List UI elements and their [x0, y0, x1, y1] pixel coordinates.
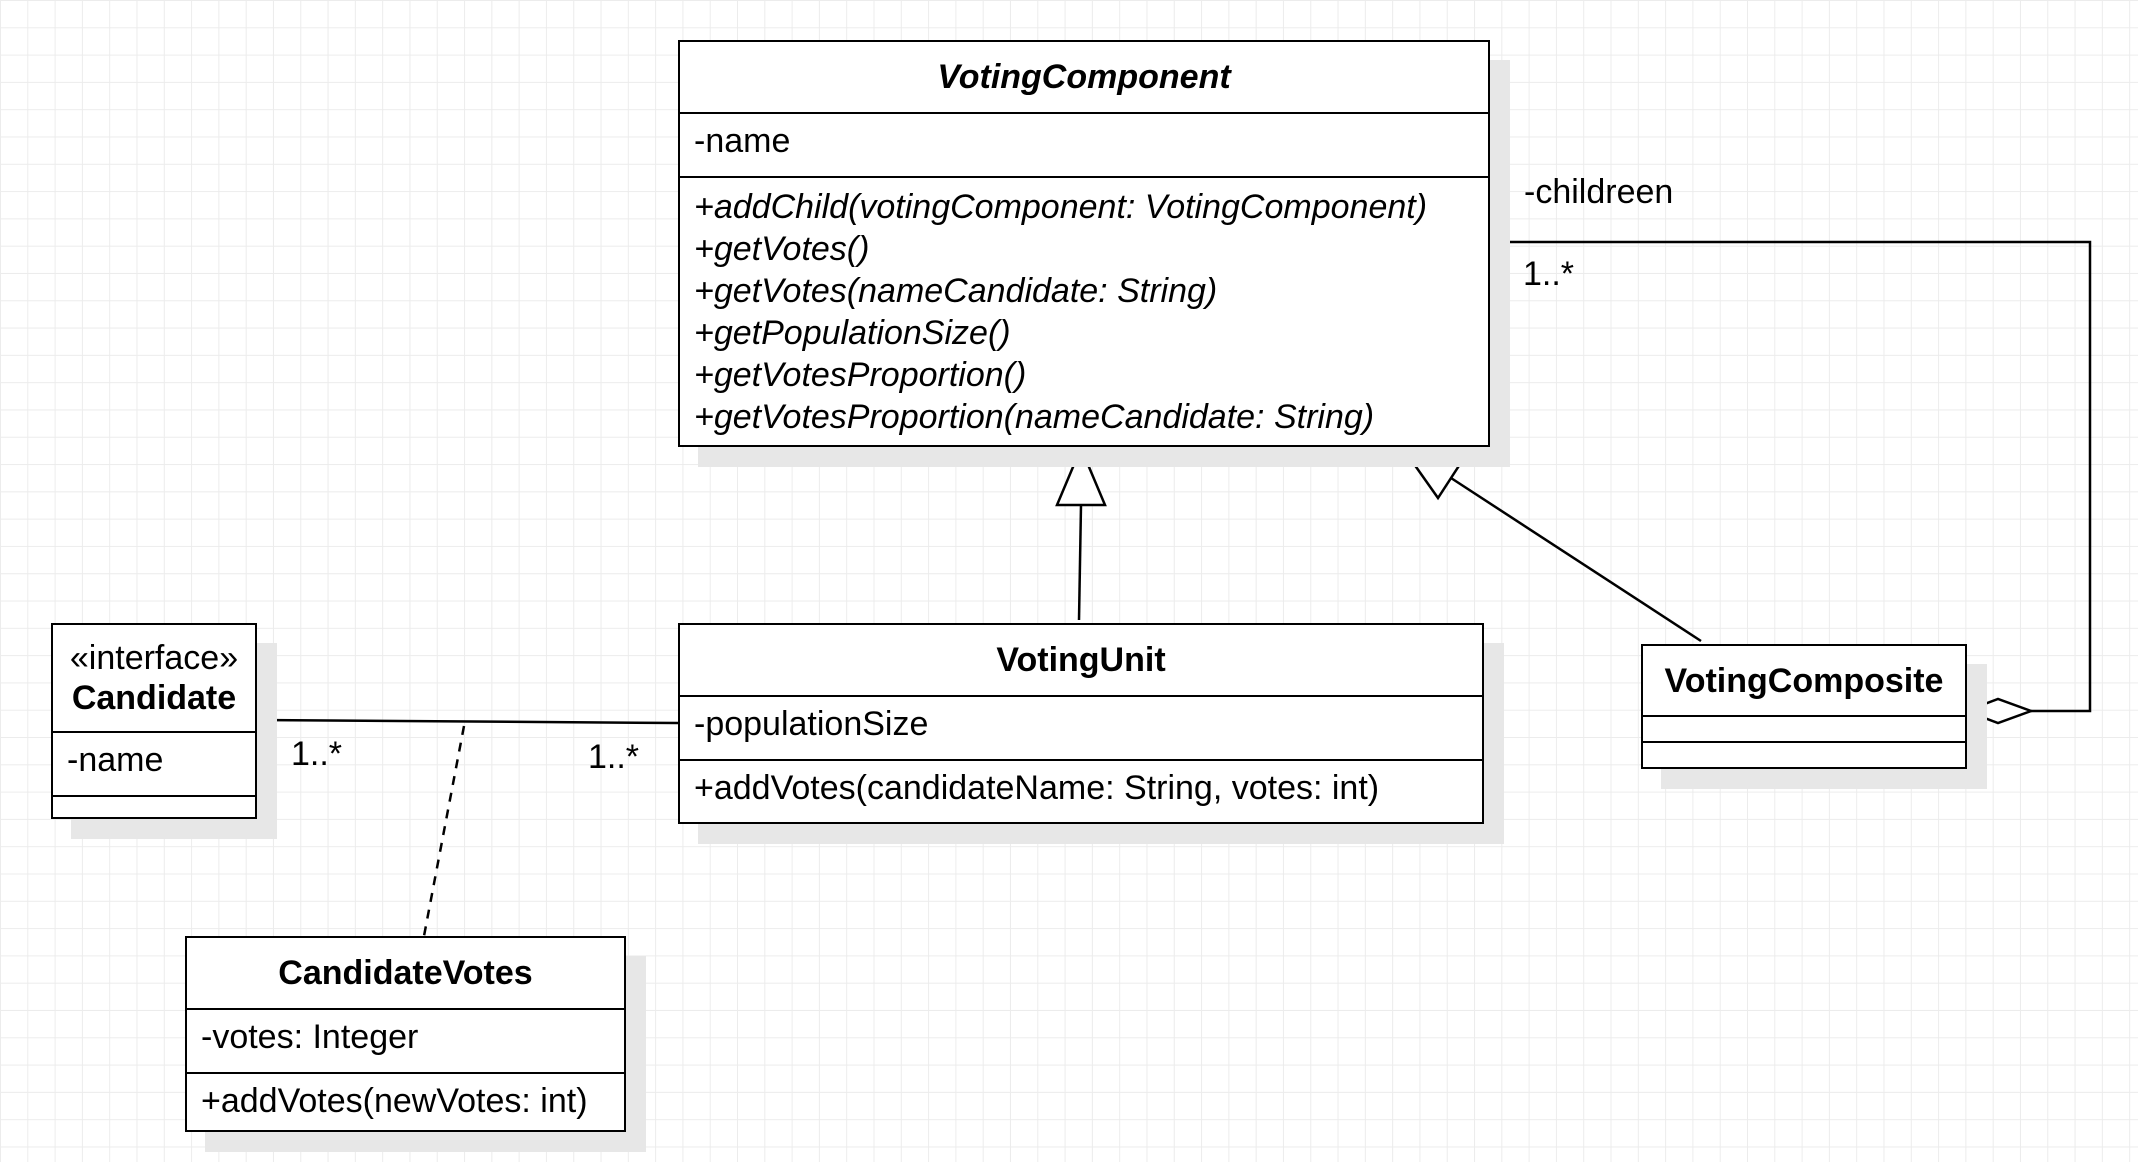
- generalization-arrowhead-votingunit: [1055, 444, 1107, 507]
- class-name: CandidateVotes: [278, 954, 533, 992]
- multiplicity-label-votingunit-end: 1..*: [588, 738, 640, 776]
- class-header: CandidateVotes: [187, 938, 624, 1008]
- class-name: VotingComponent: [937, 58, 1231, 96]
- class-name: Candidate: [71, 679, 237, 717]
- association-line-candidate-votingunit[interactable]: [256, 718, 679, 725]
- generalization-arrowhead-votingcomposite: [1399, 445, 1467, 501]
- attributes-compartment: [1643, 715, 1965, 741]
- class-header: VotingComposite: [1643, 646, 1965, 715]
- multiplicity-label-children: 1..*: [1523, 255, 1575, 293]
- operation: +getVotes(nameCandidate: String): [694, 272, 1218, 310]
- attribute: -populationSize: [694, 705, 929, 743]
- class-header: VotingUnit: [680, 625, 1482, 695]
- interface-candidate[interactable]: «interface» Candidate -name: [51, 623, 257, 819]
- attributes-compartment: -name: [53, 731, 255, 795]
- generalization-line-votingcomposite[interactable]: [1450, 476, 1702, 643]
- class-candidate-votes[interactable]: CandidateVotes -votes: Integer +addVotes…: [185, 936, 626, 1132]
- aggregation-diamond: [1962, 697, 2035, 725]
- association-class-link[interactable]: [422, 725, 466, 937]
- attribute: -name: [694, 122, 791, 160]
- operation: +getVotesProportion(nameCandidate: Strin…: [694, 398, 1375, 436]
- operations-compartment: +addVotes(candidateName: String, votes: …: [680, 759, 1482, 815]
- stereotype-label: «interface»: [69, 639, 239, 677]
- attributes-compartment: -votes: Integer: [187, 1008, 624, 1072]
- operation: +addVotes(candidateName: String, votes: …: [694, 769, 1380, 807]
- role-label-children: -childreen: [1524, 173, 1674, 211]
- class-voting-composite[interactable]: VotingComposite: [1641, 644, 1967, 769]
- operations-compartment: [53, 795, 255, 819]
- operation: +getVotes(): [694, 230, 870, 268]
- multiplicity-label-candidate-end: 1..*: [291, 735, 343, 773]
- generalization-line-votingunit[interactable]: [1077, 504, 1083, 621]
- operation: +getVotesProportion(): [694, 356, 1027, 394]
- operations-compartment: +addChild(votingComponent: VotingCompone…: [680, 176, 1488, 444]
- operation: +addChild(votingComponent: VotingCompone…: [694, 188, 1428, 226]
- operation: +getPopulationSize(): [694, 314, 1011, 352]
- operation: +addVotes(newVotes: int): [201, 1082, 588, 1120]
- class-header: VotingComponent: [680, 42, 1488, 112]
- operations-compartment: +addVotes(newVotes: int): [187, 1072, 624, 1128]
- attribute: -name: [67, 741, 164, 779]
- operations-compartment: [1643, 741, 1965, 766]
- class-header: «interface» Candidate: [53, 625, 255, 731]
- class-voting-component[interactable]: VotingComponent -name +addChild(votingCo…: [678, 40, 1490, 447]
- class-name: VotingUnit: [996, 641, 1166, 679]
- aggregation-line-children[interactable]: [1490, 240, 2092, 713]
- attributes-compartment: -name: [680, 112, 1488, 176]
- attributes-compartment: -populationSize: [680, 695, 1482, 759]
- attribute: -votes: Integer: [201, 1018, 419, 1056]
- class-voting-unit[interactable]: VotingUnit -populationSize +addVotes(can…: [678, 623, 1484, 824]
- class-name: VotingComposite: [1664, 661, 1944, 700]
